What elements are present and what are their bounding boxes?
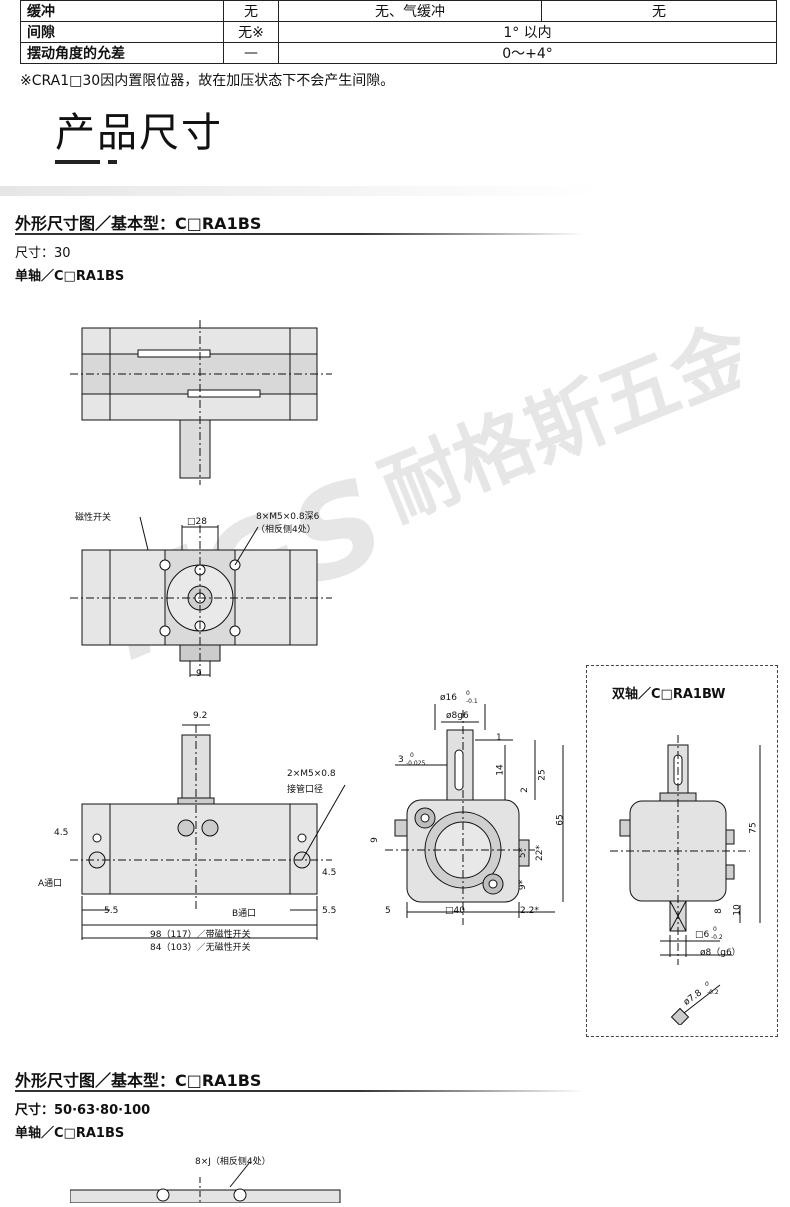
label-three: 3 [398,755,404,765]
label-sq28: □28 [187,517,207,527]
spec-table: 缓冲 无 无、气缓冲 无 间隙 无※ 1° 以内 摆动角度的允差 — 0～+4° [20,0,777,64]
drawing-section2-partial [69,1161,360,1207]
title-underline-dot [108,160,117,164]
label-dim-92: 9.2 [193,711,208,721]
label-dim-45b: 4.5 [322,868,337,878]
label-dim-55a: 5.5 [104,906,119,916]
drawing-top-view [70,320,340,494]
label-sq6-tol-bot: -0.2 [711,934,723,941]
drawing-end-view [385,690,585,934]
label-sq40: □40 [445,906,465,916]
divider-band [0,186,600,196]
section1-heading: 外形尺寸图／基本型：C□RA1BS [15,214,262,233]
section-title: 产品尺寸 [55,110,223,156]
table-cell: 无 [223,0,279,22]
label-port-b: B通口 [232,909,257,919]
table-cell: 无 [541,0,777,22]
label-phi16: ø16 [440,693,457,703]
label-dim-9s: 9* [518,879,529,891]
label-phi16-tol-top: 0 [466,690,470,697]
label-dim-1: 1 [496,733,502,743]
label-opposite: （相反侧4处） [256,525,316,535]
watermark-text: 耐格斯五金 [369,309,740,539]
label-phi78-tol-top: 0 [705,981,709,988]
label-dim-75: 75 [748,822,759,834]
label-dim-10: 10 [732,904,743,916]
table-cell: 间隙 [20,21,224,43]
section1-rule [15,233,585,235]
label-dim-9: 9 [196,669,202,679]
title-underline [55,160,100,164]
table-row: 摆动角度的允差 — 0～+4° [20,42,777,64]
table-cell: 摆动角度的允差 [20,42,224,64]
label-dim-2: 2 [519,787,530,793]
table-cell: — [223,42,279,64]
drawing-front-view [70,505,360,689]
label-length-with: 98（117）／带磁性开关 [150,930,251,940]
table-row: 间隙 无※ 1° 以内 [20,21,777,43]
label-port-name: 接管口径 [287,785,324,795]
watermark: NGS 耐格斯五金 [40,300,766,688]
section2-heading: 外形尺寸图／基本型：C□RA1BS [15,1071,262,1090]
label-sq6: □6 [695,930,710,940]
footnote: ※CRA1□30因内置限位器，故在加压状态下不会产生间隙。 [20,73,395,89]
section2-rule [15,1090,585,1092]
table-cell: 0～+4° [278,42,777,64]
double-shaft-label: 双轴／C□RA1BW [612,687,726,702]
drawing-side-view [70,710,360,964]
label-dim-22s: 22* [534,845,545,861]
label-dim-22b: 2.2* [520,906,539,916]
section2-shaft: 单轴／C□RA1BS [15,1126,125,1141]
section1-size: 尺寸：30 [15,246,71,261]
label-dim-9b: 9 [369,837,380,843]
label-phi8g6b: ø8（g6） [700,948,741,958]
label-dim-5s: 5* [518,847,529,859]
table-cell: 无※ [223,21,279,43]
label-dim-55b: 5.5 [322,906,337,916]
label-sq6-tol-top: 0 [713,926,717,933]
label-dim-25: 25 [537,769,548,781]
label-dim-14: 14 [495,764,506,776]
section2-size: 尺寸：50·63·80·100 [15,1103,151,1118]
double-shaft-panel [586,665,778,1037]
label-phi8g6: ø8g6 [446,711,469,721]
label-phi78-tol-bot: -0.2 [707,989,719,996]
table-row: 缓冲 无 无、气缓冲 无 [20,0,777,22]
label-port-thread: 2×M5×0.8 [287,769,336,779]
drawing-double-shaft [600,735,770,1029]
table-cell: 1° 以内 [278,21,777,43]
label-three-tol-top: 0 [410,752,414,759]
label-j-holes: 8×J（相反侧4处） [195,1157,271,1167]
label-three-tol-bot: -0.025 [406,760,426,767]
label-dim-8: 8 [713,908,724,914]
label-dim-5: 5 [385,906,391,916]
section1-shaft: 单轴／C□RA1BS [15,269,125,284]
label-m5-holes: 8×M5×0.8深6 [256,512,320,522]
table-cell: 缓冲 [20,0,224,22]
label-dim-45a: 4.5 [54,828,69,838]
label-length-without: 84（103）／无磁性开关 [150,943,251,953]
table-cell: 无、气缓冲 [278,0,542,22]
label-phi16-tol-bot: -0.1 [466,698,478,705]
label-magnetic-switch: 磁性开关 [75,513,112,523]
label-dim-65: 65 [555,814,566,826]
label-port-a: A通口 [38,879,63,889]
